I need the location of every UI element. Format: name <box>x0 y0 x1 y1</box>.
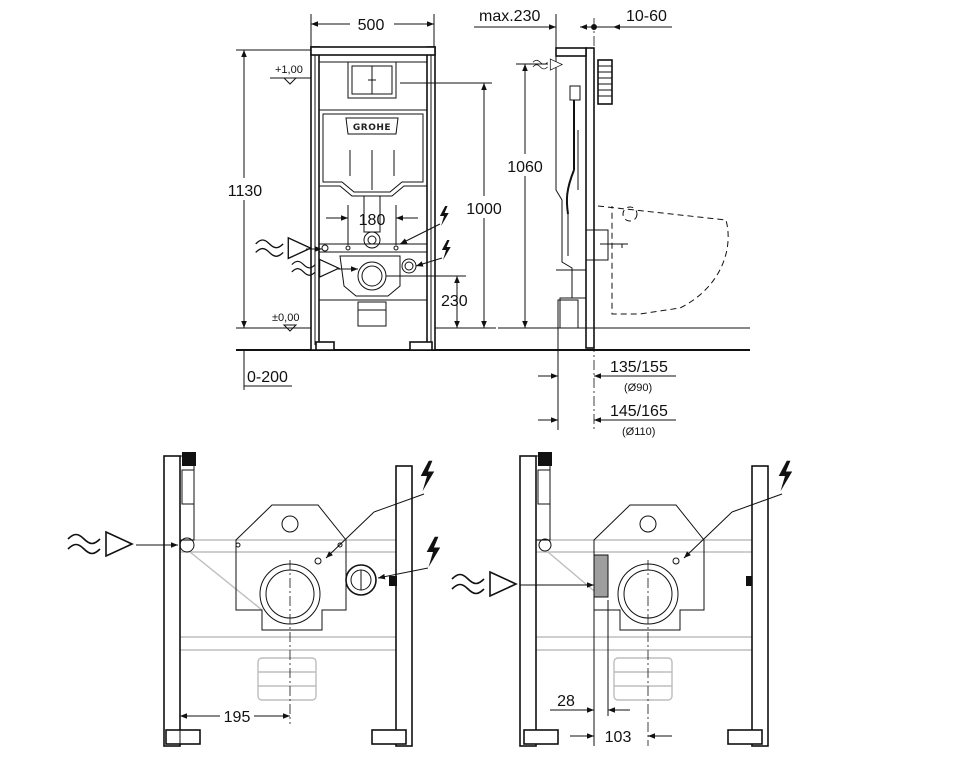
water-inlet-symbol-side <box>532 58 563 71</box>
pipe-large-dimension: 145/165 <box>610 403 668 420</box>
spacing-dimension: 180 <box>359 212 386 229</box>
detail-left-offset-dimension: 195 <box>224 709 251 726</box>
level-top-marker: +1,00 <box>275 64 303 76</box>
lightning-icon-detail-left-lower <box>426 536 441 568</box>
level-floor-marker: ±0,00 <box>272 312 299 324</box>
top-height-dimension: 1000 <box>466 201 502 218</box>
water-inlet-symbol-detail-left <box>67 531 133 557</box>
pipe-large-diameter: (Ø110) <box>622 426 655 438</box>
water-inlet-symbol-detail-right <box>451 571 517 597</box>
depth-dimension: max.230 <box>479 8 540 25</box>
wall-dimension: 10-60 <box>626 8 667 25</box>
lightning-icon-detail-right <box>778 460 793 492</box>
detail-left: 195 <box>67 452 441 747</box>
water-inlet-symbol-top <box>255 237 312 260</box>
detail-right: 28 103 <box>451 452 793 747</box>
pipe-small-diameter: (Ø90) <box>624 382 652 394</box>
side-view: max.230 10-60 <box>474 8 750 438</box>
width-dimension: 500 <box>358 17 385 34</box>
lightning-icon-lower <box>441 240 451 260</box>
lightning-icon-upper <box>439 206 449 226</box>
detail-right-gap-dimension: 28 <box>557 693 575 710</box>
lightning-icon-detail-left-upper <box>420 460 435 492</box>
detail-right-offset-dimension: 103 <box>605 729 632 746</box>
side-height-dimension: 1060 <box>507 159 543 176</box>
front-view: 500 1130 +1,00 ±0,00 0-200 <box>224 14 504 390</box>
outlet-height-dimension: 230 <box>441 293 468 310</box>
height-dimension: 1130 <box>228 183 263 200</box>
brand-logo: GROHE <box>353 123 391 133</box>
pipe-small-dimension: 135/155 <box>610 359 668 376</box>
floor-adjust-dimension: 0-200 <box>247 369 288 386</box>
